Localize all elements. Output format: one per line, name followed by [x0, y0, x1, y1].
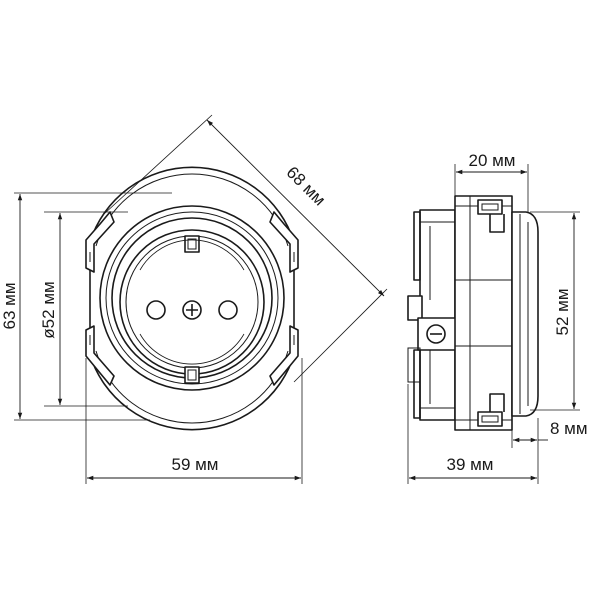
terminal-screw-icon [426, 324, 446, 344]
dimension-width: 59 мм [85, 358, 303, 484]
pin-hole-right [218, 300, 238, 320]
label-depth-top: 20 мм [468, 151, 515, 170]
dimension-height: 63 мм [0, 192, 172, 421]
label-frame-depth: 8 мм [550, 419, 588, 438]
pin-hole-left [146, 300, 166, 320]
label-side-height: 52 мм [553, 288, 572, 335]
dimension-side-height: 52 мм [530, 211, 580, 411]
front-frame [511, 211, 539, 417]
dimension-depth-top: 20 мм [454, 151, 529, 212]
ground-contact-top [184, 235, 200, 253]
label-height: 63 мм [0, 282, 19, 329]
label-width: 59 мм [171, 455, 218, 474]
front-view: 68 мм 63 мм ø52 мм 59 мм [0, 114, 388, 484]
center-screw [182, 300, 202, 320]
label-total-depth: 39 мм [446, 455, 493, 474]
dimension-diagonal: 68 мм [103, 114, 388, 383]
dimension-frame-depth: 8 мм [511, 418, 588, 484]
ground-contact-bottom [184, 366, 200, 384]
dimension-total-depth: 39 мм [407, 384, 537, 484]
side-view: 20 мм 52 мм 8 мм 39 мм [407, 151, 588, 484]
label-inner-diameter: ø52 мм [39, 281, 58, 338]
dimension-inner-diameter: ø52 мм [39, 211, 128, 407]
socket-bowl [119, 229, 265, 384]
left-clips [85, 211, 115, 386]
mounting-body [454, 195, 513, 431]
frame-rings [99, 205, 285, 391]
